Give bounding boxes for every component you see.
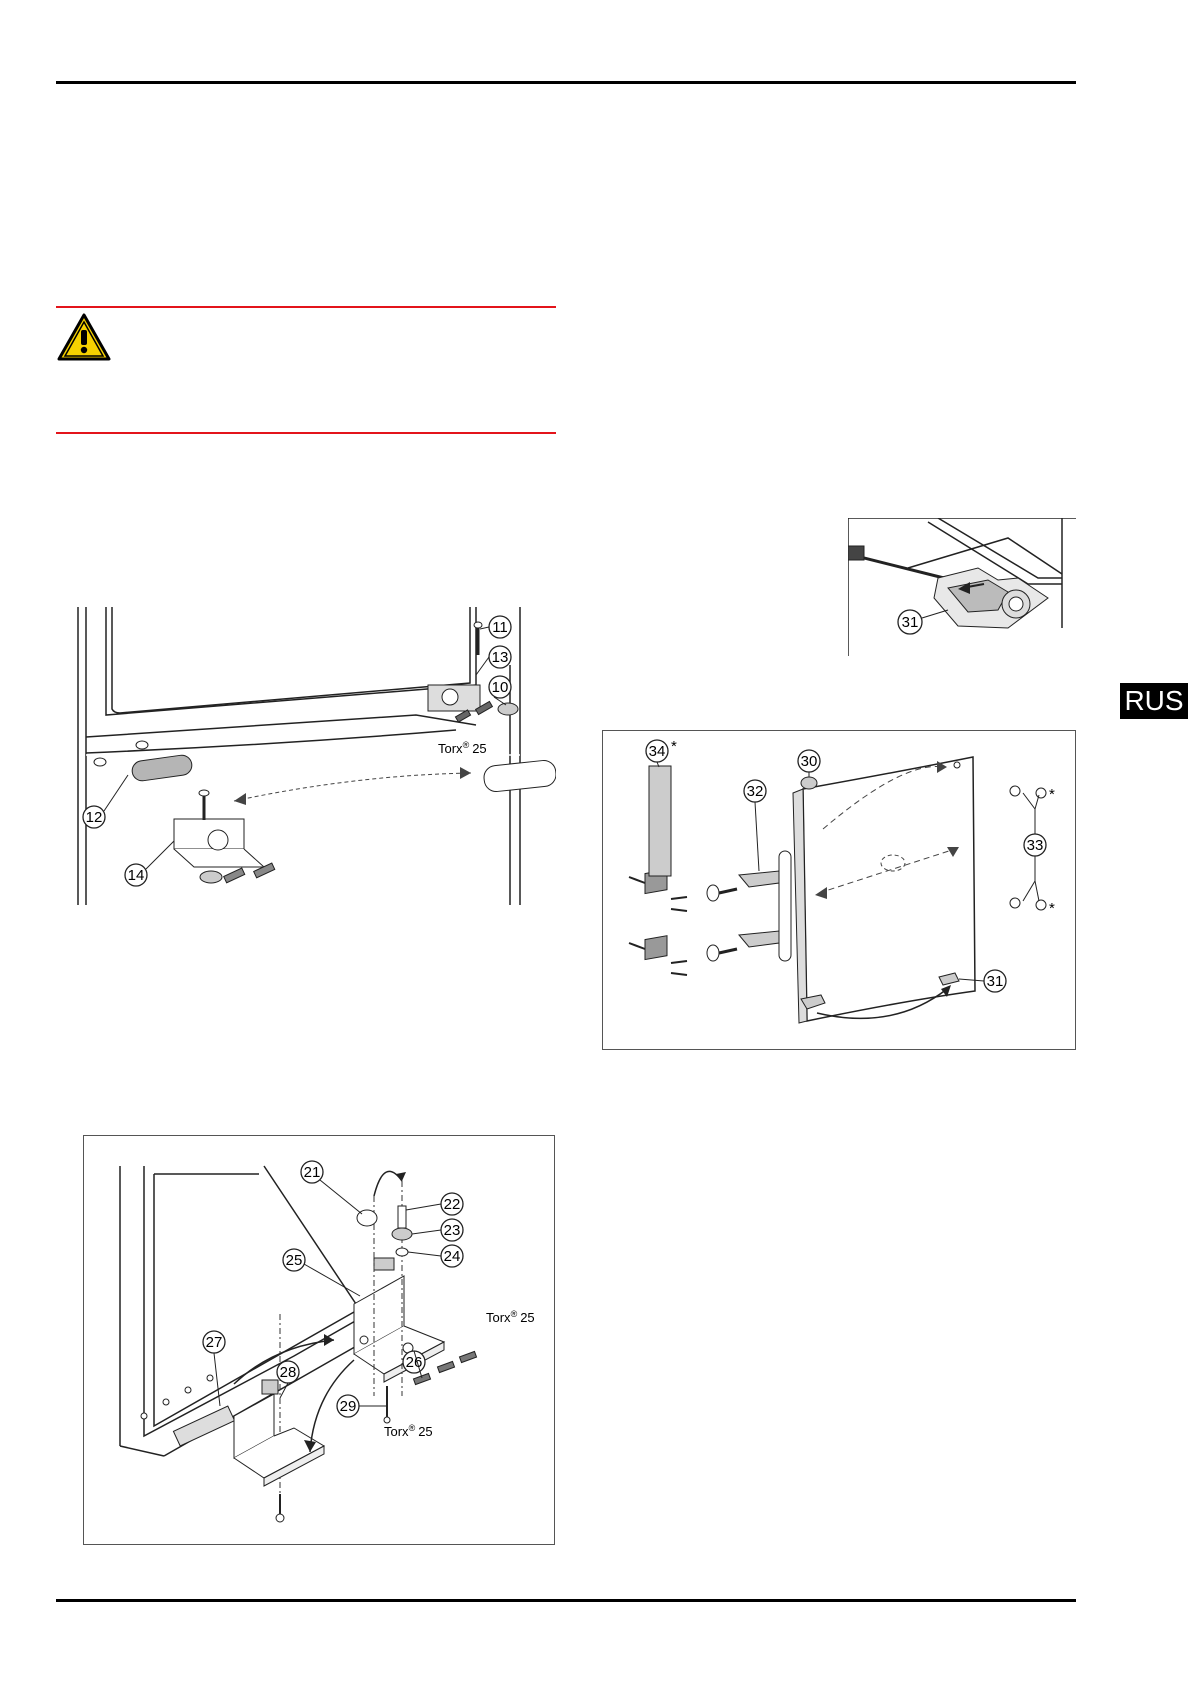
torx-registered-lower: ® xyxy=(409,1423,416,1433)
callout-11: 11 xyxy=(492,619,508,636)
torx-registered-upper: ® xyxy=(511,1309,518,1319)
callout-25: 25 xyxy=(286,1252,303,1269)
svg-text:Torx®25: Torx®25 xyxy=(438,740,487,756)
torx-label-upper: Torx xyxy=(486,1310,511,1325)
torx-size: 25 xyxy=(472,741,486,756)
callout-10: 10 xyxy=(492,679,509,696)
callout-30: 30 xyxy=(801,753,818,770)
callout-33: 33 xyxy=(1027,837,1044,854)
callout-32: 32 xyxy=(747,783,764,800)
callout-26: 26 xyxy=(406,1354,423,1371)
svg-text:Torx®25: Torx®25 xyxy=(486,1309,535,1325)
callout-31-fig3: 31 xyxy=(902,614,919,631)
callout-27: 27 xyxy=(206,1334,223,1351)
callout-24: 24 xyxy=(444,1248,461,1265)
warning-bottom-rule xyxy=(56,432,556,434)
figure-hinge-bracket: 21 22 23 24 25 26 27 28 29 Torx®25 Torx®… xyxy=(83,1135,555,1545)
callout-23: 23 xyxy=(444,1222,461,1239)
bottom-rule xyxy=(56,1599,1076,1602)
language-tab: RUS xyxy=(1120,683,1188,719)
asterisk-33-bottom: * xyxy=(1049,900,1055,917)
warning-top-rule xyxy=(56,306,556,308)
torx-label-lower: Torx xyxy=(384,1424,409,1439)
torx-label: Torx xyxy=(438,741,463,756)
warning-icon xyxy=(56,312,112,362)
callout-22: 22 xyxy=(444,1196,461,1213)
figure-door-handle: 34 30 32 33 31 * * * xyxy=(602,730,1076,1050)
torx-registered: ® xyxy=(463,740,470,750)
callout-21: 21 xyxy=(304,1164,321,1181)
callout-13: 13 xyxy=(492,649,509,666)
svg-text:Torx®25: Torx®25 xyxy=(384,1423,433,1439)
torx-size-lower: 25 xyxy=(418,1424,432,1439)
callout-28: 28 xyxy=(280,1364,297,1381)
asterisk-34: * xyxy=(671,738,677,755)
callout-34: 34 xyxy=(649,743,666,760)
torx-size-upper: 25 xyxy=(520,1310,534,1325)
figure-screwdriver-hinge: 31 xyxy=(847,517,1076,656)
figure-hinge-swap: 11 13 10 12 14 Torx®25 xyxy=(76,605,557,905)
callout-14: 14 xyxy=(128,867,145,884)
asterisk-33-top: * xyxy=(1049,786,1055,803)
top-rule xyxy=(56,81,1076,84)
callout-29: 29 xyxy=(340,1398,357,1415)
callout-12: 12 xyxy=(86,809,103,826)
callout-31-fig4: 31 xyxy=(987,973,1004,990)
